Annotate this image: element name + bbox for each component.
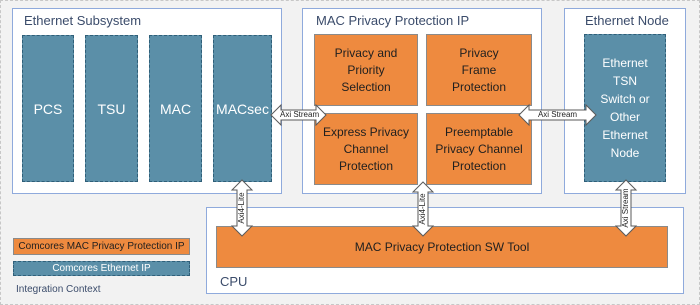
preemptable-privacy-channel-block: Preemptable Privacy Channel Protection [426,113,532,185]
mac-block: MAC [149,35,202,182]
legend-orange-item: Comcores MAC Privacy Protection IP [13,238,190,255]
pcs-block: PCS [22,35,74,182]
mac-privacy-ip-title: MAC Privacy Protection IP [316,13,470,28]
axi-stream-left-label: Axi Stream [280,110,320,119]
legend-context-label: Integration Context [16,284,101,295]
privacy-frame-protection-block: Privacy Frame Protection [426,34,532,106]
axi-stream-vertical-label: Axi Stream [621,188,630,228]
axi-stream-vertical-arrow [614,179,638,237]
sw-tool-block: MAC Privacy Protection SW Tool [216,226,668,268]
ethernet-subsystem-title: Ethernet Subsystem [24,13,142,28]
ethernet-tsn-switch-block: Ethernet TSN Switch or Other Ethernet No… [584,34,666,182]
axi-stream-left-arrow [270,103,327,127]
axi-lite-middle-label: Axi4-Lite [418,193,427,225]
tsu-block: TSU [85,35,138,182]
axi-lite-middle-arrow [411,181,435,237]
axi-lite-left-label: Axi4-Lite [237,192,246,224]
privacy-priority-selection-block: Privacy and Priority Selection [314,34,418,106]
macsec-block: MACsec [213,35,272,182]
legend-teal-item: Comcores Ethernet IP [13,261,190,276]
axi-lite-left-arrow [230,179,254,237]
express-privacy-channel-block: Express Privacy Channel Protection [314,113,418,185]
axi-stream-right-label: Axi Stream [537,110,578,119]
ethernet-node-title: Ethernet Node [585,13,669,28]
cpu-title: CPU [220,274,248,289]
axi-stream-right-arrow [518,103,597,127]
